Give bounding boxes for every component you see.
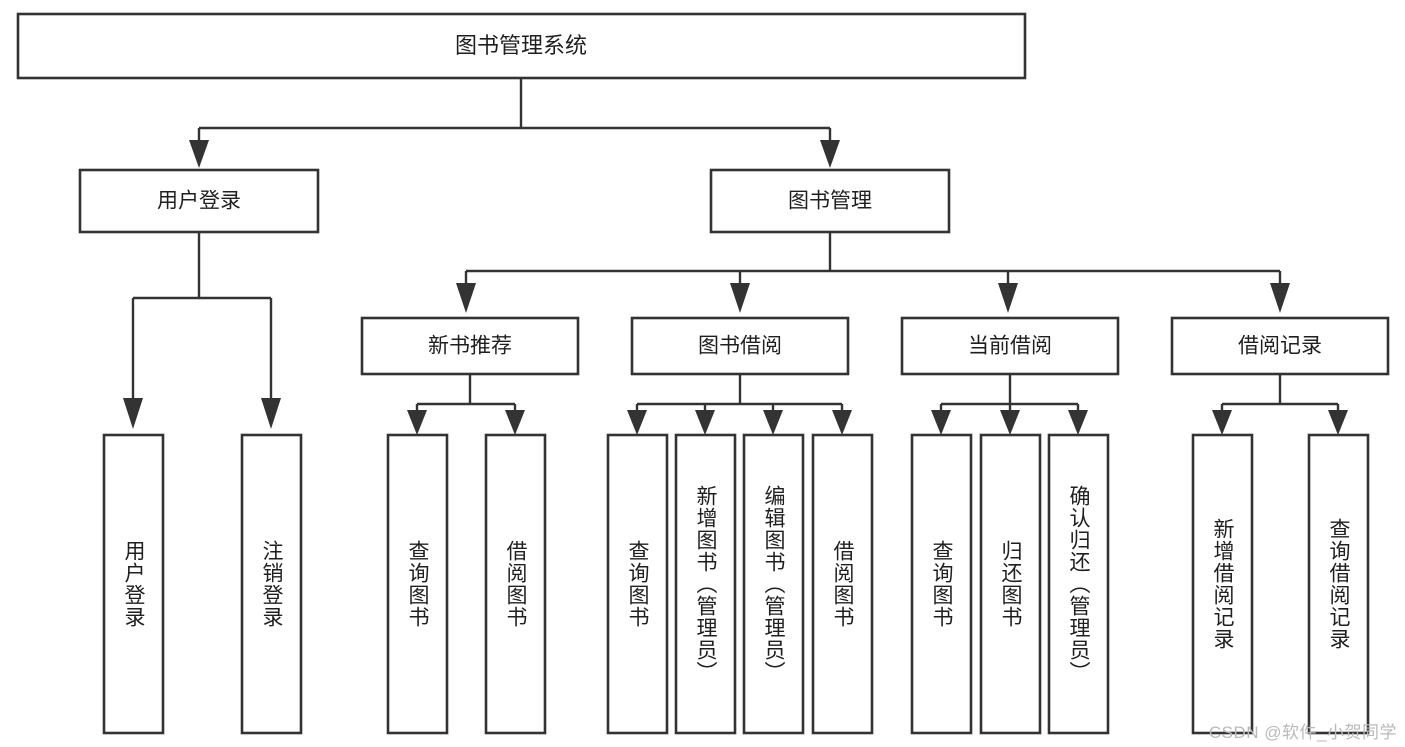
node-root-label: 图书管理系统 xyxy=(455,33,587,58)
node-user-login-rect[interactable] xyxy=(78,168,320,234)
leaf-rect-bb-4[interactable] xyxy=(811,433,874,735)
arrow-head-br-leaf-1 xyxy=(1212,410,1232,435)
leaf-rect-cb-3[interactable] xyxy=(1047,433,1110,735)
node-book-borrow[interactable]: 图书借阅 xyxy=(630,316,850,376)
leaf-rect-bb-3[interactable] xyxy=(742,433,805,735)
node-root-rect[interactable] xyxy=(16,12,1027,80)
arrow-head-book-borrow xyxy=(730,283,750,313)
arrow-head-bb-leaf-1 xyxy=(627,410,647,435)
node-new-book-recommend[interactable]: 新书推荐 xyxy=(360,316,580,376)
arrow-head-br-leaf-2 xyxy=(1328,410,1348,435)
leaf-rect-br-1[interactable] xyxy=(1191,433,1254,735)
arrow-head-new-book-recommend xyxy=(456,283,476,313)
arrow-head-book-mgmt xyxy=(820,140,840,168)
arrow-head-leaf-logout xyxy=(261,398,281,429)
leaf-rect-user-login-1[interactable] xyxy=(102,433,165,735)
leaf-rect-cb-1[interactable] xyxy=(910,433,973,735)
node-root-book-management-system[interactable]: 图书管理系统 xyxy=(16,12,1027,80)
arrow-head-bb-leaf-3 xyxy=(763,410,783,435)
node-current-borrow-rect[interactable] xyxy=(900,316,1120,376)
leaf-rect-bb-1[interactable] xyxy=(606,433,669,735)
node-book-borrow-label: 图书借阅 xyxy=(698,335,782,358)
connector-group-current-borrow-to-leaves xyxy=(931,374,1088,435)
connector-group-root-to-level2 xyxy=(189,78,840,168)
arrow-head-user-login xyxy=(189,140,209,168)
arrow-head-nbr-leaf-1 xyxy=(407,410,427,435)
arrow-head-cb-leaf-2 xyxy=(1000,410,1020,435)
node-current-borrow-label: 当前借阅 xyxy=(968,335,1052,358)
leaf-rect-br-2[interactable] xyxy=(1307,433,1370,735)
node-new-book-recommend-label: 新书推荐 xyxy=(428,335,512,358)
leaf-rect-nbr-2[interactable] xyxy=(484,433,547,735)
arrow-head-leaf-user-login xyxy=(123,398,143,429)
node-book-management-rect[interactable] xyxy=(709,168,951,234)
node-book-management-label: 图书管理 xyxy=(788,190,872,213)
arrow-head-nbr-leaf-2 xyxy=(505,410,525,435)
arrow-head-bb-leaf-2 xyxy=(695,410,715,435)
node-book-management[interactable]: 图书管理 xyxy=(709,168,951,234)
connector-group-new-book-recommend-to-leaves xyxy=(407,374,525,435)
arrow-head-cb-leaf-1 xyxy=(931,410,951,435)
connector-group-book-borrow-to-leaves xyxy=(627,374,852,435)
node-user-login[interactable]: 用户登录 xyxy=(78,168,320,234)
leaf-rect-nbr-1[interactable] xyxy=(386,433,449,735)
arrow-head-current-borrow xyxy=(998,283,1018,313)
connector-group-borrow-record-to-leaves xyxy=(1212,374,1348,435)
leaf-rect-cb-2[interactable] xyxy=(979,433,1042,735)
node-borrow-record-rect[interactable] xyxy=(1170,316,1390,376)
node-current-borrow[interactable]: 当前借阅 xyxy=(900,316,1120,376)
connector-group-user-login-to-leaves xyxy=(123,232,281,429)
node-new-book-recommend-rect[interactable] xyxy=(360,316,580,376)
arrow-head-bb-leaf-4 xyxy=(832,410,852,435)
leaf-rect-user-login-2[interactable] xyxy=(240,433,303,735)
node-user-login-label: 用户登录 xyxy=(157,190,241,213)
connector-group-book-mgmt-to-level3 xyxy=(456,232,1290,313)
node-borrow-record-label: 借阅记录 xyxy=(1238,335,1322,358)
csdn-watermark: CSDN @软件_小贺同学 xyxy=(1208,723,1397,742)
arrow-head-borrow-record xyxy=(1270,283,1290,313)
leaf-rect-bb-2[interactable] xyxy=(674,433,737,735)
node-book-borrow-rect[interactable] xyxy=(630,316,850,376)
arrow-head-cb-leaf-3 xyxy=(1068,410,1088,435)
node-borrow-record[interactable]: 借阅记录 xyxy=(1170,316,1390,376)
